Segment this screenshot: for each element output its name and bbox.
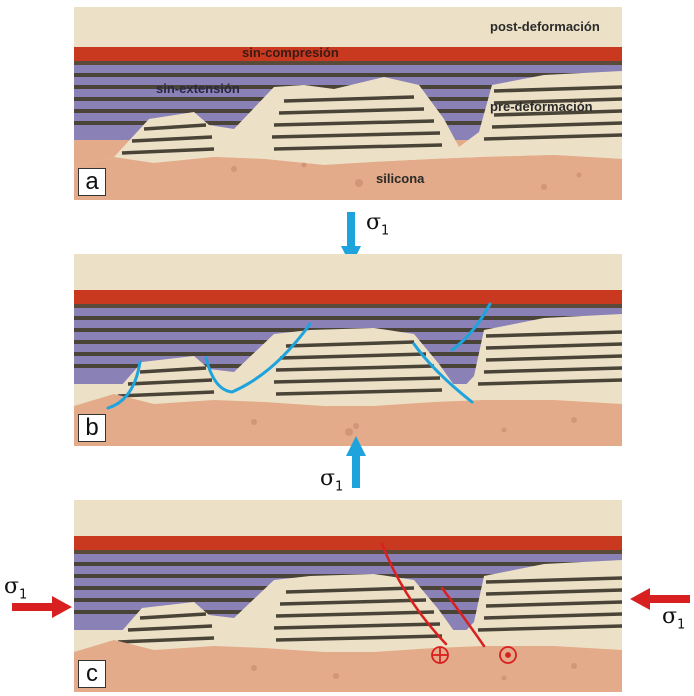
cross-section-b bbox=[74, 254, 622, 446]
panel-letter-a: a bbox=[78, 168, 106, 196]
sigma-subscript: 1 bbox=[677, 617, 685, 632]
sigma-subscript: 1 bbox=[381, 223, 389, 238]
cross-section-c bbox=[74, 500, 622, 692]
label-post-deformacion: post-deformación bbox=[490, 19, 600, 34]
label-silicona: silicona bbox=[376, 171, 424, 186]
panel-c: c bbox=[74, 500, 622, 692]
sigma-symbol: σ bbox=[320, 466, 335, 491]
sigma-label-right: σ1 bbox=[662, 604, 685, 632]
panel-b: b bbox=[74, 254, 622, 446]
arrow-up-icon bbox=[346, 436, 366, 488]
sigma-symbol: σ bbox=[662, 604, 677, 629]
panel-letter-c: c bbox=[78, 660, 106, 688]
sigma-subscript: 1 bbox=[335, 479, 343, 494]
sigma-label-bottom: σ1 bbox=[320, 466, 343, 494]
label-sin-extension: sin-extensión bbox=[156, 81, 240, 96]
arrow-right-icon bbox=[12, 596, 72, 618]
panel-a: post-deformación sin-compresión sin-exte… bbox=[74, 7, 622, 200]
sigma-label-top: σ1 bbox=[366, 210, 389, 238]
label-sin-compresion: sin-compresión bbox=[242, 45, 339, 60]
sigma-symbol: σ bbox=[366, 210, 381, 235]
label-pre-deformacion: pre-deformación bbox=[490, 99, 593, 114]
panel-letter-b: b bbox=[78, 414, 106, 442]
into-page-icon bbox=[432, 647, 448, 663]
